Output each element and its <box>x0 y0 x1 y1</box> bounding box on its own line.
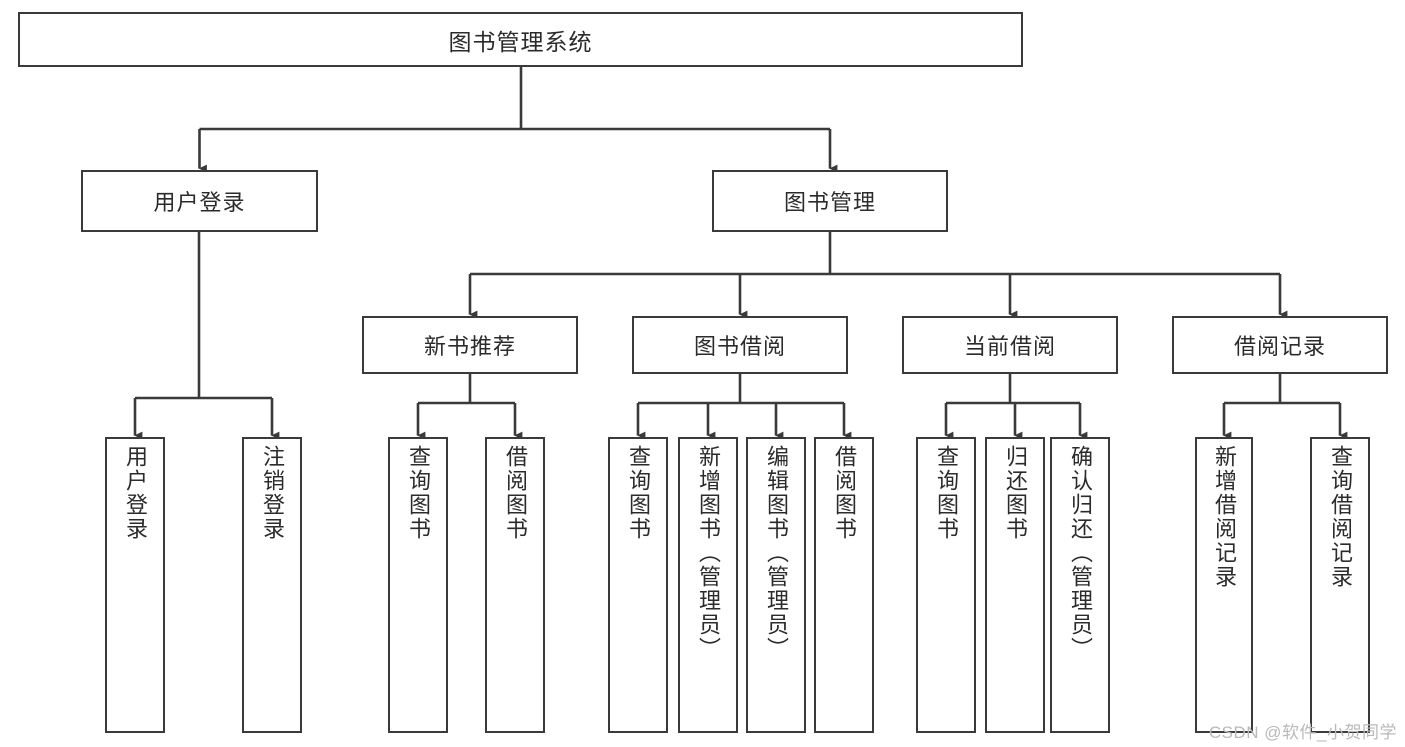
node-b-edit[interactable]: 编辑图书（管理员） <box>746 437 806 733</box>
node-label: 用户登录 <box>153 190 246 215</box>
node-label: 图书管理 <box>783 190 876 215</box>
node-l-logout[interactable]: 注销登录 <box>242 437 302 733</box>
node-root[interactable]: 图书管理系统 <box>18 12 1023 67</box>
node-b-add[interactable]: 新增图书（管理员） <box>678 437 738 733</box>
node-label: 查询图书 <box>405 445 431 541</box>
node-bookmgmt[interactable]: 图书管理 <box>712 170 948 232</box>
node-r-query[interactable]: 查询借阅记录 <box>1310 437 1370 733</box>
node-label: 借阅图书 <box>831 445 857 541</box>
node-b-borrow[interactable]: 借阅图书 <box>814 437 874 733</box>
node-c-query[interactable]: 查询图书 <box>916 437 976 733</box>
node-label: 借阅图书 <box>502 445 528 541</box>
node-label: 注销登录 <box>259 445 285 541</box>
node-current[interactable]: 当前借阅 <box>902 316 1118 374</box>
node-c-confirm[interactable]: 确认归还（管理员） <box>1050 437 1110 733</box>
node-label: 图书管理系统 <box>448 28 593 55</box>
node-b-query[interactable]: 查询图书 <box>608 437 668 733</box>
node-label: 编辑图书（管理员） <box>763 445 789 661</box>
node-label: 新增图书（管理员） <box>695 445 721 661</box>
node-label: 当前借阅 <box>963 334 1056 359</box>
node-label: 新书推荐 <box>423 334 516 359</box>
node-r-add[interactable]: 新增借阅记录 <box>1195 437 1253 733</box>
node-n-borrow[interactable]: 借阅图书 <box>485 437 545 733</box>
node-borrow[interactable]: 图书借阅 <box>632 316 848 374</box>
node-login[interactable]: 用户登录 <box>81 170 318 232</box>
node-label: 图书借阅 <box>693 334 786 359</box>
node-label: 归还图书 <box>1002 445 1028 541</box>
node-label: 查询借阅记录 <box>1327 445 1353 589</box>
node-label: 查询图书 <box>625 445 651 541</box>
node-label: 确认归还（管理员） <box>1067 445 1093 661</box>
node-label: 借阅记录 <box>1233 334 1326 359</box>
node-c-return[interactable]: 归还图书 <box>985 437 1045 733</box>
node-n-query[interactable]: 查询图书 <box>388 437 448 733</box>
node-records[interactable]: 借阅记录 <box>1172 316 1388 374</box>
node-newbook[interactable]: 新书推荐 <box>362 316 578 374</box>
node-l-login[interactable]: 用户登录 <box>105 437 165 733</box>
watermark-label: CSDN @软件_小贺同学 <box>1208 723 1397 742</box>
node-label: 用户登录 <box>122 445 148 541</box>
node-label: 查询图书 <box>933 445 959 541</box>
node-label: 新增借阅记录 <box>1211 445 1237 589</box>
